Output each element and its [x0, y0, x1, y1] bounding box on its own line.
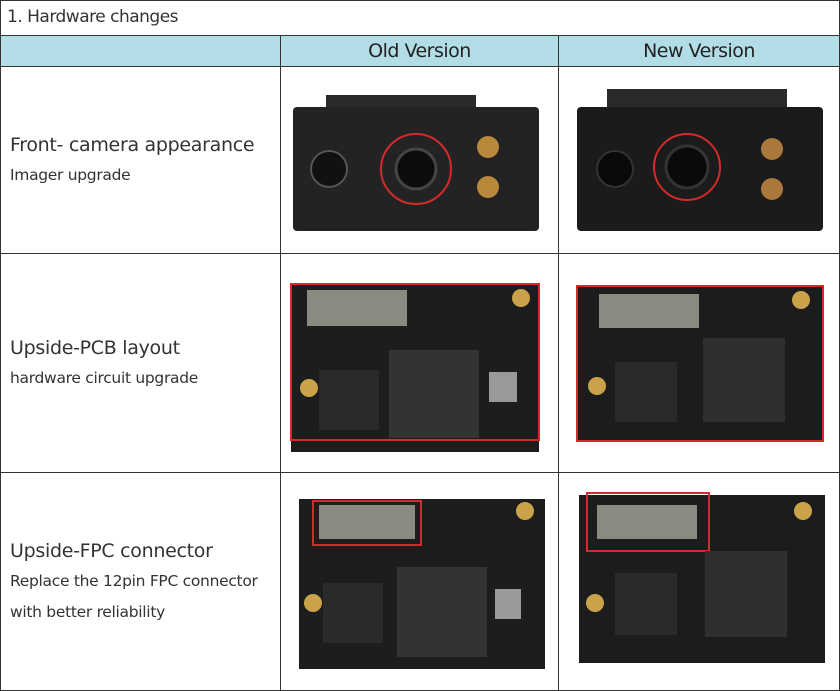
old-camera-photo [293, 95, 539, 231]
new-pcb-cell [558, 253, 840, 473]
row-subtitle: Imager upgrade [10, 165, 131, 184]
row-subtitle: Replace the 12pin FPC connector [10, 571, 258, 590]
section-title: 1. Hardware changes [0, 0, 840, 36]
row-label-fpc: Upside-FPC connector Replace the 12pin F… [0, 472, 281, 691]
header-old-version: Old Version [280, 35, 559, 67]
row-subtitle: with better reliability [10, 602, 165, 621]
row-title: Upside-PCB layout [10, 336, 180, 359]
header-new-version: New Version [558, 35, 840, 67]
row-subtitle: hardware circuit upgrade [10, 368, 198, 387]
new-fpc-photo [579, 492, 825, 663]
row-title: Front- camera appearance [10, 133, 255, 156]
header-empty [0, 35, 281, 67]
new-fpc-cell [558, 472, 840, 691]
old-pcb-photo [290, 283, 540, 452]
row-label-camera: Front- camera appearance Imager upgrade [0, 66, 281, 254]
row-label-pcb: Upside-PCB layout hardware circuit upgra… [0, 253, 281, 473]
new-camera-cell [558, 66, 840, 254]
row-title: Upside-FPC connector [10, 539, 213, 562]
new-pcb-photo [576, 285, 824, 442]
old-fpc-photo [299, 499, 545, 669]
old-camera-cell [280, 66, 559, 254]
old-pcb-cell [280, 253, 559, 473]
new-camera-photo [577, 89, 823, 231]
old-fpc-cell [280, 472, 559, 691]
